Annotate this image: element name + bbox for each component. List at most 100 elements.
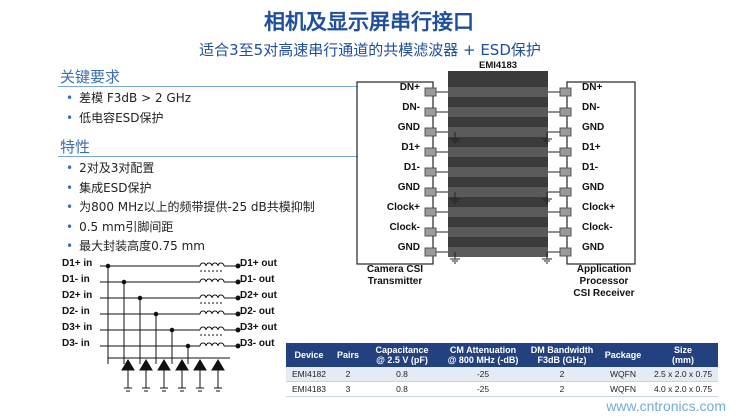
node-dot — [235, 263, 241, 269]
input-label: D1+ in — [62, 258, 93, 269]
chip-stripe — [448, 247, 548, 257]
output-label: D1+ out — [240, 258, 277, 269]
table-cell: -25 — [440, 367, 526, 382]
ground-icon — [542, 132, 552, 144]
pin-pad — [559, 167, 572, 177]
transmitter-label: Camera CSI Transmitter — [366, 264, 424, 287]
node-dot — [169, 327, 175, 333]
pin-label: DN+ — [399, 82, 420, 93]
inductor-coil — [199, 278, 225, 283]
pin-label: Clock+ — [582, 202, 616, 213]
output-label: D3- out — [240, 338, 275, 349]
pin-pad — [559, 207, 572, 217]
node-dot — [235, 295, 241, 301]
table-cell: WQFN — [598, 381, 648, 397]
column-header: Pairs — [332, 343, 364, 367]
pin-pad — [424, 87, 437, 97]
table-cell: EMI4183 — [286, 381, 332, 397]
pin-pad — [424, 107, 437, 117]
column-header: Capacitance @ 2.5 V (pF) — [364, 343, 440, 367]
pin-label: D1- — [403, 162, 420, 173]
pin-pad — [559, 187, 572, 197]
pin-pad — [424, 227, 437, 237]
receiver-label: Application Processor CSI Receiver — [573, 264, 635, 299]
pinout-diagram — [356, 71, 636, 265]
chip-body — [448, 71, 548, 252]
ground-icon — [450, 132, 460, 144]
pin-pad — [424, 167, 437, 177]
table-cell: 4.0 x 2.0 x 0.75 — [648, 381, 718, 397]
list-item: 为800 MHz以上的频带提供-25 dB共模抑制 — [66, 198, 315, 218]
table-cell: -25 — [440, 381, 526, 397]
inductor-coil — [199, 326, 225, 331]
pin-label: DN+ — [582, 82, 603, 93]
inductor-coil — [199, 294, 225, 299]
key-requirements-list: 差模 F3dB > 2 GHz 低电容ESD保护 — [66, 89, 191, 128]
esd-diode-icon — [175, 359, 189, 371]
pin-label: DN- — [402, 102, 420, 113]
chip-stripe — [448, 227, 548, 237]
page-title: 相机及显示屏串行接口 — [264, 10, 474, 34]
chip-pins — [424, 87, 572, 257]
pin-pad — [424, 207, 437, 217]
pin-label: GND — [397, 122, 420, 133]
pin-pad — [424, 127, 437, 137]
chip-stripe — [448, 127, 548, 137]
chip-stripes — [448, 87, 548, 257]
pin-label: Clock+ — [386, 202, 420, 213]
ground-symbols — [450, 132, 552, 264]
ground-icon — [450, 192, 460, 204]
inductor-coil — [199, 262, 225, 267]
list-item: 集成ESD保护 — [66, 179, 315, 199]
column-header: Size (mm) — [648, 343, 718, 367]
table-cell: 2.5 x 2.0 x 0.75 — [648, 367, 718, 382]
table-cell: 3 — [332, 381, 364, 397]
pin-label: DN- — [582, 102, 600, 113]
pin-pad — [424, 147, 437, 157]
table-cell: 0.8 — [364, 367, 440, 382]
output-label: D2+ out — [240, 290, 277, 301]
list-item: 低电容ESD保护 — [66, 109, 191, 129]
page-subtitle: 适合3至5对高速串行通道的共模滤波器 + ESD保护 — [199, 41, 541, 59]
table-header-row: Device Pairs Capacitance @ 2.5 V (pF) CM… — [286, 343, 718, 367]
chip-label: EMI4183 — [478, 60, 518, 71]
pin-label: D1+ — [401, 142, 420, 153]
pin-pad — [559, 107, 572, 117]
table-cell: 2 — [526, 381, 598, 397]
watermark: www.cntronics.com — [606, 398, 726, 414]
pin-pad — [559, 227, 572, 237]
pin-label: Clock- — [582, 222, 613, 233]
ground-icon — [542, 192, 552, 204]
pin-label: Clock- — [389, 222, 420, 233]
table-cell: 0.8 — [364, 381, 440, 397]
features-list: 2对及3对配置 集成ESD保护 为800 MHz以上的频带提供-25 dB共模抑… — [66, 159, 315, 257]
inductor-coil — [199, 342, 225, 347]
node-dot — [185, 343, 191, 349]
filter-schematic — [100, 262, 241, 392]
chip-stripe — [448, 87, 548, 97]
pin-label: GND — [397, 242, 420, 253]
spec-table: Device Pairs Capacitance @ 2.5 V (pF) CM… — [286, 343, 718, 397]
chip-stripe — [448, 167, 548, 177]
chip-stripe — [448, 187, 548, 197]
column-header: Device — [286, 343, 332, 367]
node-dot — [121, 279, 127, 285]
output-label: D1- out — [240, 274, 275, 285]
output-label: D2- out — [240, 306, 275, 317]
node-dot — [235, 279, 241, 285]
pin-pad — [424, 187, 437, 197]
receiver-box — [566, 81, 636, 265]
input-label: D2+ in — [62, 290, 93, 301]
esd-diode-icon — [139, 359, 153, 371]
node-dot — [235, 343, 241, 349]
pin-label: GND — [397, 182, 420, 193]
chip-stripe — [448, 207, 548, 217]
table-cell: WQFN — [598, 367, 648, 382]
output-label: D3+ out — [240, 322, 277, 333]
ground-icon — [542, 252, 552, 264]
list-item: 最大封装高度0.75 mm — [66, 237, 315, 257]
column-header: Package — [598, 343, 648, 367]
list-item: 差模 F3dB > 2 GHz — [66, 89, 191, 109]
node-dot — [235, 311, 241, 317]
esd-diode-icon — [211, 359, 225, 371]
